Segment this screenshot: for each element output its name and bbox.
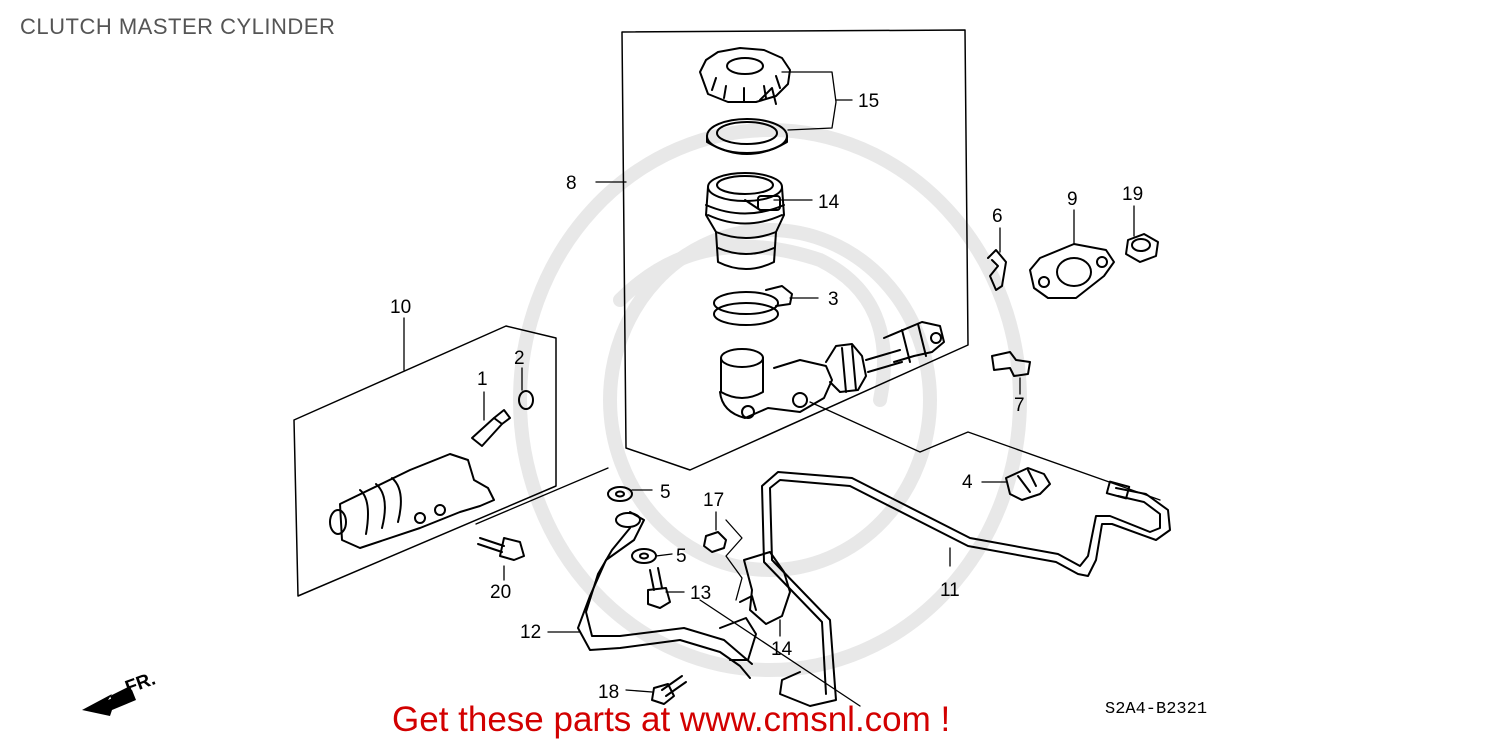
page-title: CLUTCH MASTER CYLINDER xyxy=(20,14,336,39)
clutch-pipe[interactable] xyxy=(761,471,1171,707)
callout-11: 11 xyxy=(940,580,960,601)
reservoir-cap[interactable] xyxy=(699,47,791,105)
callout-13: 13 xyxy=(690,583,711,604)
callout-12: 12 xyxy=(520,622,541,643)
promo-link[interactable]: Get these parts at www.cmsnl.com ! xyxy=(392,700,951,739)
pipe-clip[interactable] xyxy=(1005,467,1051,501)
callout-17: 17 xyxy=(703,490,724,511)
callout-4: 4 xyxy=(962,472,973,493)
callout-2: 2 xyxy=(514,348,525,369)
reservoir-body[interactable] xyxy=(705,172,785,270)
section-border xyxy=(699,519,861,707)
bleeder-screw[interactable] xyxy=(471,409,511,447)
callout-18: 18 xyxy=(598,682,619,703)
flange-bolt-20[interactable] xyxy=(477,537,525,561)
clutch-hose[interactable] xyxy=(577,511,757,679)
front-marker-label: FR. xyxy=(123,668,159,698)
callout-16: 15 xyxy=(858,91,879,112)
callout-10: 10 xyxy=(390,297,411,318)
callout-8: 8 xyxy=(566,173,577,194)
callout-1: 1 xyxy=(477,369,488,390)
callout-7: 7 xyxy=(1014,395,1025,416)
clevis-pin[interactable] xyxy=(991,351,1031,377)
callout-9: 9 xyxy=(1067,189,1078,210)
reservoir-diaphragm[interactable] xyxy=(706,118,788,155)
flange-bolt-13[interactable] xyxy=(647,567,671,609)
slave-cylinder[interactable] xyxy=(329,453,495,549)
callout-6: 6 xyxy=(992,206,1003,227)
flange-nut-17[interactable] xyxy=(703,531,727,553)
callout-3: 3 xyxy=(828,289,839,310)
callout-5-lower: 5 xyxy=(676,546,687,567)
flange-nut[interactable] xyxy=(1125,233,1159,263)
flange-bolt-18[interactable] xyxy=(651,675,687,705)
slave-cylinder-group-frame xyxy=(293,325,557,597)
callout-14: 14 xyxy=(771,639,793,660)
hose-bracket[interactable] xyxy=(739,551,791,625)
master-cylinder-body[interactable] xyxy=(719,321,945,419)
front-arrow-icon xyxy=(82,686,136,716)
callout-20: 20 xyxy=(490,582,511,603)
mounting-gasket[interactable] xyxy=(1029,243,1115,299)
hose-clamp[interactable] xyxy=(713,285,793,326)
bleeder-cap[interactable] xyxy=(518,390,534,410)
callout-15: 14 xyxy=(818,192,840,213)
leader-lines xyxy=(403,71,1161,693)
master-cylinder-group-frame xyxy=(621,29,969,471)
callout-19: 19 xyxy=(1122,184,1143,205)
clevis-clip[interactable] xyxy=(987,249,1007,291)
diagram-code: S2A4-B2321 xyxy=(1105,700,1208,719)
callout-5-upper: 5 xyxy=(660,482,671,503)
